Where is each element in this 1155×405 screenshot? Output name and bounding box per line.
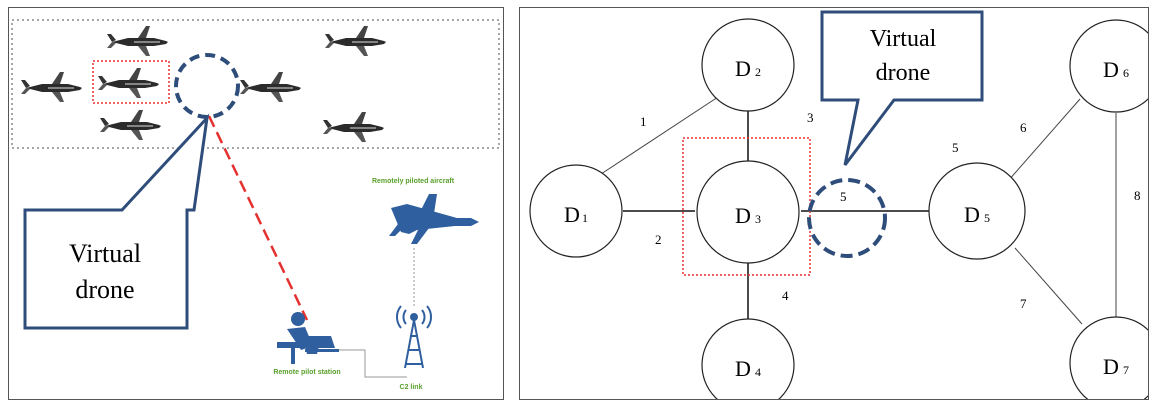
node-letter: D — [735, 203, 751, 228]
swarm-drone — [106, 25, 169, 57]
node-letter: D — [735, 356, 751, 381]
left-scenario-svg: Virtual drone Remotely piloted aircraft — [11, 19, 500, 391]
edge-label: 6 — [1020, 120, 1027, 135]
pilot-station-caption: Remote pilot station — [273, 369, 340, 376]
edge-label: 5 — [840, 189, 847, 204]
node-letter: D — [1103, 354, 1119, 379]
c2-link-caption: C2 link — [400, 384, 423, 391]
callout-text-line1: Virtual — [870, 26, 937, 52]
edge-label: 1 — [640, 114, 647, 129]
virtual-control-link — [207, 115, 309, 321]
edge-label: 7 — [1020, 296, 1027, 311]
swarm-area-box — [11, 19, 500, 149]
svg-text:D2: D2 — [735, 56, 761, 81]
edge-label: 3 — [807, 110, 814, 125]
edge-d5-d7 — [1014, 247, 1083, 325]
svg-text:D1: D1 — [564, 202, 588, 227]
svg-text:D4: D4 — [735, 356, 761, 381]
edge-label: 4 — [782, 288, 789, 303]
swarm-drone — [324, 25, 387, 57]
callout-text-line1: Virtual — [69, 239, 141, 268]
left-scenario-panel: Virtual drone Remotely piloted aircraft — [8, 7, 504, 400]
edge-d5-d6 — [1007, 98, 1081, 182]
edge-label: 8 — [1134, 188, 1141, 203]
node-subscript: 4 — [755, 365, 761, 379]
callout-text-line2: drone — [876, 60, 931, 86]
swarm-drone — [239, 71, 302, 103]
node-subscript: 2 — [755, 65, 761, 79]
svg-text:D5: D5 — [964, 202, 990, 227]
svg-text:D7: D7 — [1103, 354, 1129, 379]
svg-text:D6: D6 — [1103, 57, 1129, 82]
node-letter: D — [735, 56, 751, 81]
ground-link-line — [339, 349, 407, 378]
swarm-drone — [97, 67, 160, 99]
swarm-drone — [20, 71, 83, 103]
aircraft-caption: Remotely piloted aircraft — [372, 178, 455, 185]
swarm-drone — [99, 109, 162, 141]
node-subscript: 6 — [1123, 66, 1129, 80]
node-subscript: 3 — [755, 212, 761, 226]
virtual-drone-circle — [807, 178, 887, 258]
virtual-drone-callout — [23, 113, 210, 330]
node-letter: D — [564, 202, 580, 227]
node-subscript: 1 — [582, 211, 588, 225]
node-subscript: 5 — [984, 211, 990, 225]
virtual-drone-callout — [820, 10, 984, 166]
remote-pilot-station-icon — [277, 312, 339, 364]
remotely-piloted-aircraft-icon — [389, 194, 479, 244]
selected-drone-box — [92, 60, 170, 104]
edge-d1-d2 — [597, 96, 719, 177]
svg-text:D3: D3 — [735, 203, 761, 228]
edge-label: 2 — [655, 232, 662, 247]
virtual-drone-circle — [174, 53, 240, 119]
callout-text-line2: drone — [75, 275, 134, 304]
node-letter: D — [964, 202, 980, 227]
swarm-drone — [322, 111, 385, 143]
node-letter: D — [1103, 57, 1119, 82]
antenna-tower-icon — [396, 305, 432, 369]
edge-label: 5 — [952, 140, 959, 155]
node-subscript: 7 — [1123, 363, 1129, 377]
